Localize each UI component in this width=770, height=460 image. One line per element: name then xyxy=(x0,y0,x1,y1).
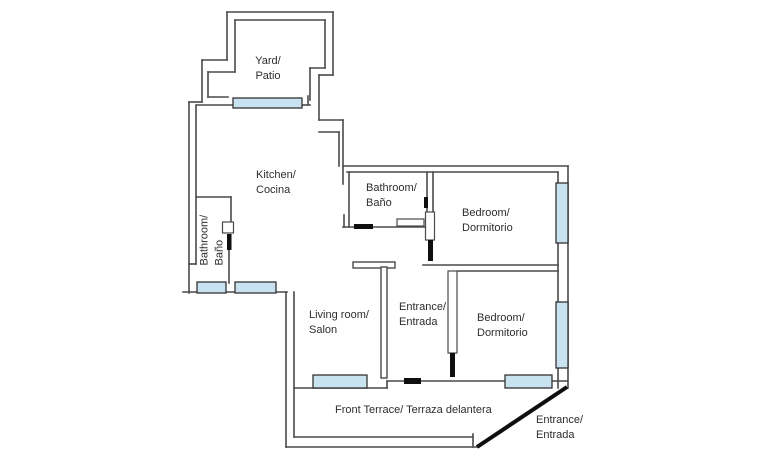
kitchen-label: Kitchen/Cocina xyxy=(256,168,296,197)
bedroom-top-label-line1: Bedroom/ xyxy=(462,207,510,219)
bedroom-bottom-label-line2: Dormitorio xyxy=(477,326,528,339)
wall-segment xyxy=(380,266,388,379)
living-room-label: Living room/Salon xyxy=(309,308,369,337)
kitchen-label-line2: Cocina xyxy=(256,183,291,196)
window xyxy=(504,374,553,389)
window xyxy=(555,182,569,244)
door xyxy=(424,197,428,208)
entrance-inner-label-line1: Entrance/ xyxy=(399,301,447,313)
bedroom-top-label: Bedroom/Dormitorio xyxy=(462,206,513,235)
entrance-outer-label: Entrance/Entrada xyxy=(536,413,583,442)
window xyxy=(232,97,303,109)
door xyxy=(428,240,433,261)
bathroom-middle-label-line2: Baño xyxy=(366,196,392,209)
terrace-label-line1: Front Terrace/ Terraza delantera xyxy=(335,404,492,416)
door xyxy=(450,353,455,377)
door-leaf xyxy=(221,221,235,234)
door xyxy=(354,224,373,229)
entrance-inner-label: Entrance/Entrada xyxy=(399,300,446,329)
bathroom-left-label: Bathroom/Baño xyxy=(197,210,226,266)
door-leaf xyxy=(396,218,425,227)
terrace-label: Front Terrace/ Terraza delantera xyxy=(335,403,492,418)
bathroom-left-label-line2: Baño xyxy=(213,239,225,266)
bedroom-bottom-label: Bedroom/Dormitorio xyxy=(477,311,528,340)
bathroom-middle-label: Bathroom/Baño xyxy=(366,181,417,210)
window xyxy=(555,301,569,369)
entrance-outer-label-line1: Entrance/ xyxy=(536,414,584,426)
yard-label-line1: Yard/ xyxy=(255,55,281,67)
living-room-label-line2: Salon xyxy=(309,323,338,336)
entrance-path-line xyxy=(475,385,569,449)
door xyxy=(404,378,421,384)
bathroom-left-label-line1: Bathroom/ xyxy=(198,214,211,266)
entrance-inner-label-line2: Entrada xyxy=(399,315,438,328)
yard-label-line2: Patio xyxy=(255,69,281,82)
living-room-label-line1: Living room/ xyxy=(309,309,369,321)
bedroom-bottom-label-line1: Bedroom/ xyxy=(477,312,525,324)
window xyxy=(234,281,277,294)
bathroom-middle-label-line1: Bathroom/ xyxy=(366,182,417,194)
door xyxy=(227,234,232,250)
entrance-outer-label-line2: Entrada xyxy=(536,428,575,441)
door-leaf xyxy=(447,270,458,354)
kitchen-label-line1: Kitchen/ xyxy=(256,169,296,181)
wall-segment xyxy=(352,261,396,269)
door-leaf xyxy=(424,211,436,241)
yard-label: Yard/Patio xyxy=(237,54,299,83)
window xyxy=(196,281,227,294)
bedroom-top-label-line2: Dormitorio xyxy=(462,221,513,234)
window xyxy=(312,374,368,389)
